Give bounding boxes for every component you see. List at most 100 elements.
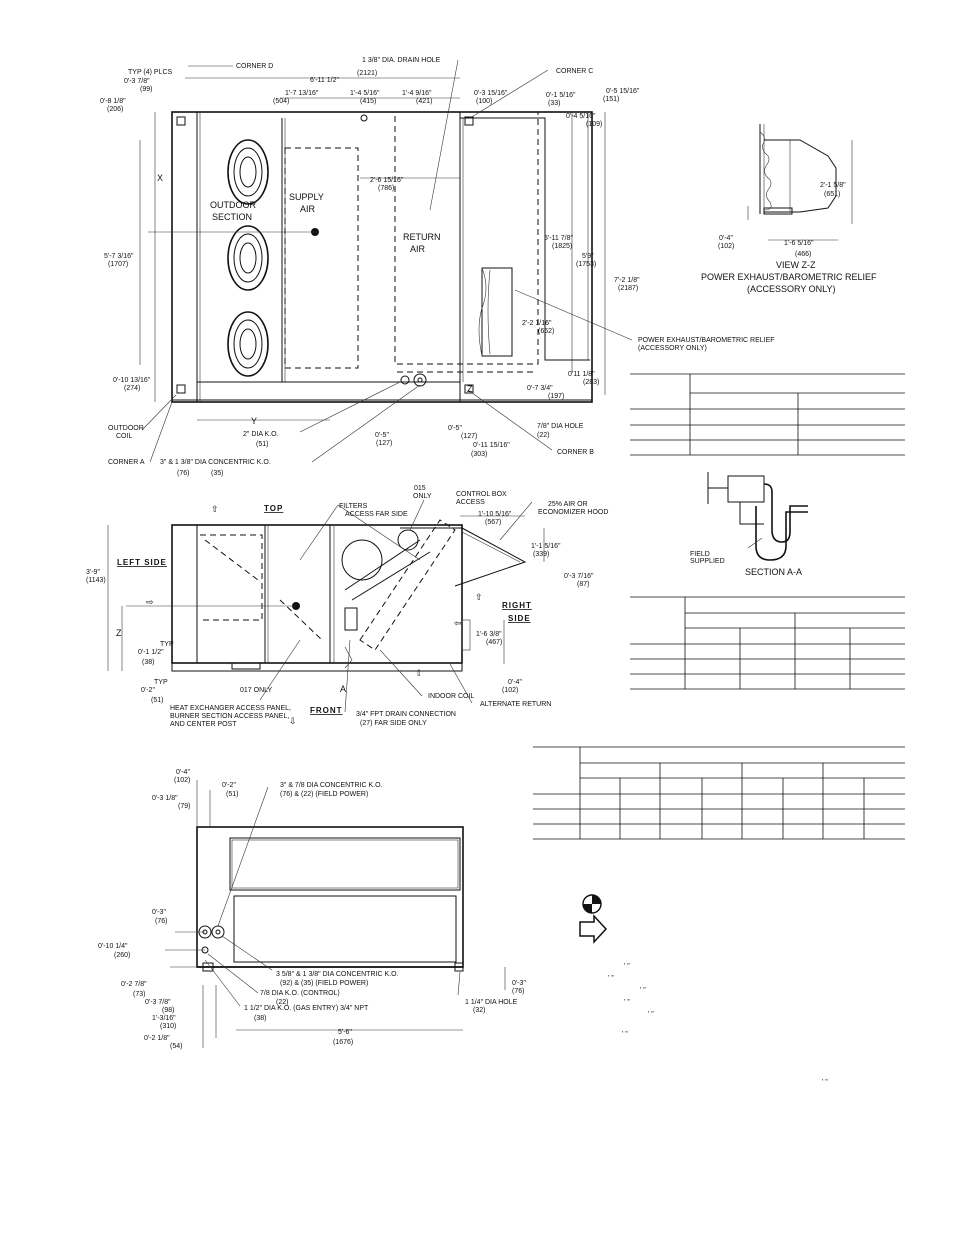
dim-label: (76) [155, 918, 167, 925]
drain-connection-label: (27) FAR SIDE ONLY [360, 720, 427, 727]
dim-label: (1676) [333, 1039, 353, 1046]
heat-exchanger-label: BURNER SECTION ACCESS PANEL, [170, 713, 289, 720]
supply-air-label: AIR [300, 204, 316, 214]
dim-label: (99) [140, 86, 152, 93]
dim-label: (206) [107, 106, 123, 113]
y-label: Y [251, 416, 257, 426]
dim-label: (87) [577, 581, 589, 588]
dim-label: 0'-4" [176, 769, 190, 776]
dim-label: 0'-2" [222, 782, 236, 789]
dim-label: (1753) [576, 261, 596, 268]
view-zz-subtitle: (ACCESSORY ONLY) [747, 284, 836, 294]
dim-label: 0'-10 1/4" [98, 943, 128, 950]
dim-label: 0'-3 15/16" [474, 90, 508, 97]
dim-label: 0'-2 1/8" [144, 1035, 170, 1042]
dim-label: 2'-2 1/16" [522, 320, 552, 327]
return-air-label: AIR [410, 244, 426, 254]
dim-label: (466) [795, 251, 811, 258]
only-017-label: 017 ONLY [240, 687, 272, 694]
dim-label: 1'-4 9/16" [402, 90, 432, 97]
typ-plcs-label: TYP (4) PLCS [128, 69, 173, 76]
dim-label: (662) [538, 328, 554, 335]
airflow-down-arrow-icon: ⇩ [289, 716, 297, 726]
dim-label: (283) [583, 379, 599, 386]
dim-label: (415) [360, 98, 376, 105]
dim-label: 1'-10 5/16" [478, 511, 512, 518]
view-zz-title: VIEW Z-Z [776, 260, 816, 270]
control-ko-label: (22) [276, 999, 288, 1006]
top-view: CORNER D TYP (4) PLCS 0'-3 7/8" (99) 0'-… [100, 57, 775, 477]
dim-label: (98) [162, 1007, 174, 1014]
control-ko-label: 7/8 DIA K.O. (CONTROL) [260, 990, 340, 997]
dim-label: (310) [160, 1023, 176, 1030]
hole-label: 7/8" DIA HOLE [537, 423, 584, 430]
dim-label: (1707) [108, 261, 128, 268]
ko-label: 2" DIA K.O. [243, 431, 279, 438]
outdoor-coil-fans [227, 139, 269, 377]
legend-mark: ' " [608, 975, 614, 982]
airflow-up-arrow-icon: ⇧ [475, 592, 483, 602]
legend-mark: ' " [648, 1011, 654, 1018]
section-aa: FIELD SUPPLIED SECTION A-A [690, 472, 808, 577]
concentric-ko-label: 3" & 1 3/8" DIA CONCENTRIC K.O. [160, 459, 271, 466]
alternate-return-label: ALTERNATE RETURN [480, 701, 551, 708]
unit-outline-side [171, 524, 463, 664]
dim-label: (1143) [86, 577, 106, 584]
outdoor-coil-label: OUTDOOR [108, 425, 144, 432]
dim-label: 3'-9" [86, 569, 100, 576]
dim-label: (100) [476, 98, 492, 105]
dim-label: 5'-7 3/16" [104, 253, 134, 260]
dim-label: 0'-4" [719, 235, 733, 242]
view-zz: 2'-1 5/8" (651) 0'-4" (102) 1'-6 5/16" (… [701, 124, 877, 294]
dim-label: (567) [485, 519, 501, 526]
dim-label: (51) [226, 791, 238, 798]
z-label: Z [467, 384, 473, 394]
dim-label: 0'-5" [448, 425, 462, 432]
x-label: X [157, 173, 163, 183]
dim-label: (73) [133, 991, 145, 998]
legend: ' " ' " ' " ' " ' " ' " ' " [579, 894, 828, 1086]
dim-label: 0'-11 15/16" [473, 442, 510, 449]
hole-label: 1 1/4" DIA HOLE [465, 999, 518, 1006]
dim-label: (76) [177, 470, 189, 477]
drain-connection-label: 3/4" FPT DRAIN CONNECTION [356, 711, 456, 718]
power-exhaust-label: POWER EXHAUST/BAROMETRIC RELIEF [638, 337, 775, 344]
dim-label: 0'-1 1/2" [138, 649, 164, 656]
dimension-table-1 [630, 373, 905, 456]
dim-label: (102) [502, 687, 518, 694]
dim-label: (102) [718, 243, 734, 250]
view-zz-subtitle: POWER EXHAUST/BAROMETRIC RELIEF [701, 272, 877, 282]
dim-label: (33) [548, 100, 560, 107]
dim-label: (2121) [357, 70, 377, 77]
dim-label: 0'-3" [152, 909, 166, 916]
dim-label: 1'-6 5/16" [784, 240, 814, 247]
dim-label: 0'-4 5/16" [566, 113, 596, 120]
front-label: FRONT [310, 706, 343, 715]
dim-label: (51) [256, 441, 268, 448]
dim-label: (467) [486, 639, 502, 646]
dim-label: (2187) [618, 285, 638, 292]
dim-label: 0'-7 3/4" [527, 385, 553, 392]
dim-label: 0'-4" [508, 679, 522, 686]
airflow-left-arrow-icon: ⇦ [454, 618, 462, 628]
front-view: 0'-4" (102) 0'-2" (51) 0'-3 1/8" (79) 3"… [98, 769, 526, 1050]
legend-mark: ' " [624, 963, 630, 970]
dim-label: 0'-8 1/8" [100, 98, 126, 105]
dim-label: 0'-5" [375, 432, 389, 439]
dim-label: (274) [124, 385, 140, 392]
dim-label: (38) [142, 659, 154, 666]
dim-label: (109) [586, 121, 602, 128]
heat-exchanger-label: AND CENTER POST [170, 721, 237, 728]
direction-of-airflow-icon [579, 914, 608, 944]
field-supplied-label: FIELD [690, 551, 710, 558]
field-power-label: (76) & (22) (FIELD POWER) [280, 791, 368, 798]
dim-label: 6'-11 1/2" [310, 77, 340, 84]
dim-label: 0'-3 7/8" [124, 78, 150, 85]
drain-hole-label: 1 3/8" DIA. DRAIN HOLE [362, 57, 441, 64]
dim-label: (54) [170, 1043, 182, 1050]
power-exhaust-label: (ACCESSORY ONLY) [638, 345, 707, 352]
dim-label: 1'-7 13/16" [285, 90, 319, 97]
dim-label: 1'-4 5/16" [350, 90, 380, 97]
dim-label: (421) [416, 98, 432, 105]
dim-label: (651) [824, 191, 840, 198]
